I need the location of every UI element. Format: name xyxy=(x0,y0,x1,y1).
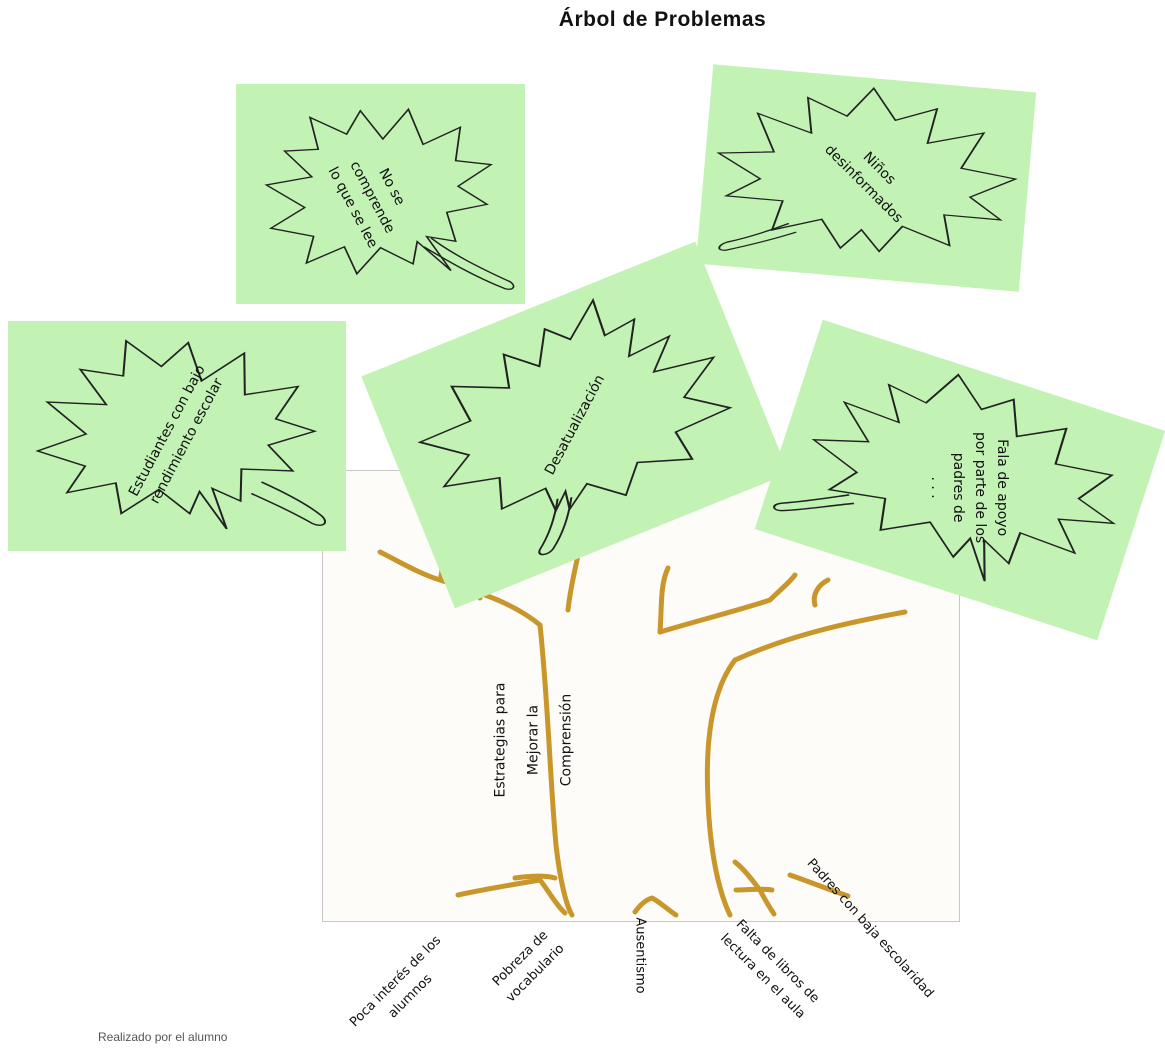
footnote: Realizado por el alumno xyxy=(98,1030,228,1044)
maple-leaf-icon xyxy=(35,339,327,530)
leaf-card-low-performance: Estudiantes con bajo rendimiento escolar xyxy=(8,321,346,551)
leaf-card-uninformed: Niños desinformados xyxy=(695,64,1037,292)
trunk-label: Estrategias para Mejorar la Comprensión xyxy=(492,682,575,798)
maple-leaf-icon xyxy=(716,87,1018,253)
maple-leaf-icon xyxy=(773,373,1117,582)
root-label-absenteeism: Ausentismo xyxy=(632,917,648,994)
leaf-card-comprehension: No se comprende lo que se lee xyxy=(236,84,525,304)
maple-leaf-icon xyxy=(264,107,515,290)
maple-leaf-icon xyxy=(417,297,733,556)
leaf-card-outdated: Desatualización xyxy=(361,241,789,609)
leaf-text: Fala de apoyo por parte de los padres de… xyxy=(928,432,1011,544)
leaf-card-parental-support: Fala de apoyo por parte de los padres de… xyxy=(754,319,1165,641)
diagram-title: Árbol de Problemas xyxy=(558,8,767,31)
